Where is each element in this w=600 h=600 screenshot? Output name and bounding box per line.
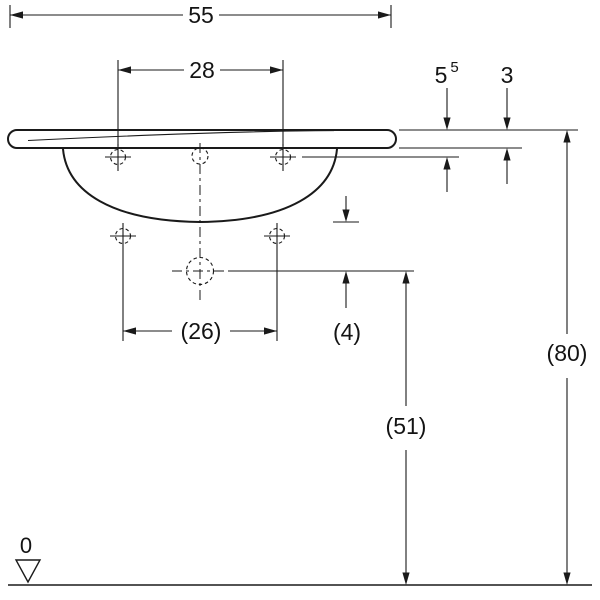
drain-circle [185, 256, 215, 286]
dimension-floor-to-drain: (51) [386, 271, 427, 585]
arrowhead-down [503, 117, 511, 130]
dimension-label-overall-width: 55 [188, 2, 214, 28]
datum-triangle-icon [14, 559, 42, 584]
arrowhead-down [402, 572, 410, 585]
arrowhead-up [503, 148, 511, 161]
hole-circle [109, 148, 127, 166]
dimension-upper-tap-spacing: 28 [117, 57, 284, 146]
tap-hole-upper-left [105, 144, 131, 171]
hole-circle [268, 227, 286, 245]
washbasin-slab [7, 129, 397, 149]
datum-symbol: 0 [14, 533, 42, 584]
arrowhead-left [123, 327, 136, 335]
dimension-label-edge-to-tap-superscript: 5 [450, 59, 458, 76]
arrowhead-down [443, 117, 451, 130]
rim-contour [27, 130, 335, 142]
tap-hole-center-optional [191, 147, 209, 165]
tap-hole-lower-left [110, 223, 136, 250]
arrowhead-left [10, 11, 23, 19]
arrowhead-right [270, 66, 283, 74]
tap-hole-upper-right [270, 144, 296, 171]
dimension-bowl-to-drain: (4) [333, 196, 361, 345]
tap-hole-lower-right [264, 223, 290, 250]
hole-circle [114, 227, 132, 245]
dimension-label-edge-to-tap: 5 [435, 62, 448, 88]
arrowhead-right [378, 11, 391, 19]
dimension-overall-width: 55 [9, 2, 392, 28]
dimension-label-lower-tap-spacing: (26) [181, 318, 222, 344]
dimension-label-floor-to-drain: (51) [386, 413, 427, 439]
arrowhead-down [342, 209, 350, 222]
dimension-rim-thickness: 3 [501, 62, 514, 184]
dimension-label-bowl-to-drain: (4) [333, 319, 361, 345]
hole-circle [191, 147, 209, 165]
arrowhead-right [264, 327, 277, 335]
datum-label: 0 [20, 533, 32, 558]
arrowhead-up [402, 271, 410, 284]
dimension-floor-to-rim: (80) [547, 130, 588, 585]
arrowhead-left [118, 66, 131, 74]
dimension-lower-tap-spacing: (26) [122, 250, 278, 344]
arrowhead-up [342, 271, 350, 284]
arrowhead-up [443, 157, 451, 170]
drain-symbol [172, 256, 228, 286]
arrowhead-up [563, 130, 571, 143]
dimension-label-upper-tap-spacing: 28 [189, 57, 215, 83]
reference-lines [228, 129, 578, 272]
dimension-edge-to-tap: 5 5 [435, 59, 459, 192]
dimension-label-floor-to-rim: (80) [547, 340, 588, 366]
dimension-label-rim-thickness: 3 [501, 62, 514, 88]
hole-circle [274, 148, 292, 166]
arrowhead-down [563, 572, 571, 585]
